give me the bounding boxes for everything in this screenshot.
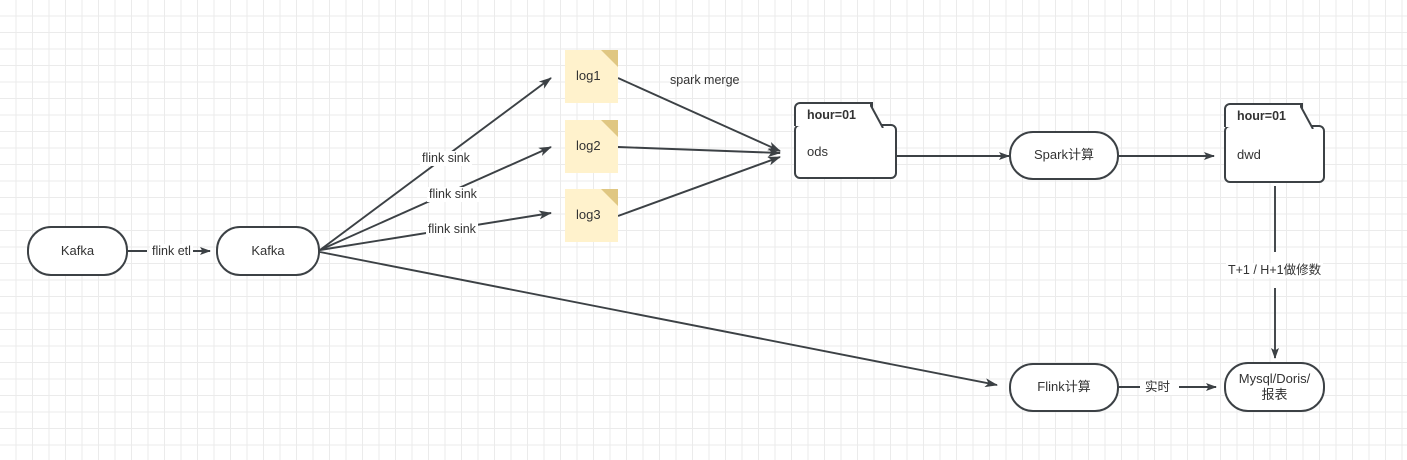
- edge-label-spark-merge: spark merge: [670, 73, 740, 87]
- edge-label-flink-sink-2: flink sink: [427, 187, 479, 202]
- folder-tab-slant-icon: [870, 104, 884, 128]
- node-ods[interactable]: hour=01 ods: [794, 102, 897, 179]
- node-spark-compute-label: Spark计算: [1034, 147, 1094, 163]
- node-log2[interactable]: log2: [565, 120, 618, 173]
- folder-tab-slant-icon: [1300, 105, 1314, 129]
- edge-log1-ods: [617, 77, 781, 152]
- edge-label-flink-sink-1: flink sink: [420, 151, 472, 166]
- node-dwd-tab: hour=01: [1224, 103, 1314, 129]
- node-dwd-tab-label: hour=01: [1237, 109, 1286, 123]
- node-ods-tab: hour=01: [794, 102, 884, 128]
- node-ods-tab-label: hour=01: [807, 108, 856, 122]
- node-log3[interactable]: log3: [565, 189, 618, 242]
- note-fold-icon: [601, 189, 618, 206]
- node-flink-compute-label: Flink计算: [1037, 379, 1091, 395]
- node-kafka-source-label: Kafka: [60, 242, 95, 258]
- node-log1-label: log1: [576, 68, 601, 84]
- node-sink-store-label-line2: 报表: [1261, 387, 1288, 402]
- node-dwd-label: dwd: [1237, 146, 1261, 162]
- node-log2-label: log2: [576, 138, 601, 154]
- node-dwd[interactable]: hour=01 dwd: [1224, 103, 1325, 183]
- edge-label-flink-sink-3: flink sink: [426, 222, 478, 237]
- node-kafka-stage[interactable]: Kafka: [216, 226, 320, 276]
- node-flink-compute[interactable]: Flink计算: [1009, 363, 1119, 412]
- edge-kafka-flink: [319, 251, 998, 388]
- node-sink-store[interactable]: Mysql/Doris/ 报表: [1224, 362, 1325, 412]
- note-fold-icon: [601, 50, 618, 67]
- node-log1[interactable]: log1: [565, 50, 618, 103]
- node-kafka-stage-label: Kafka: [251, 242, 285, 258]
- node-log3-label: log3: [576, 207, 601, 223]
- note-fold-icon: [601, 120, 618, 137]
- edge-log3-ods: [617, 156, 781, 217]
- edge-label-realtime: 实时: [1143, 380, 1173, 395]
- edge-label-flink-etl: flink etl: [150, 244, 193, 259]
- node-dwd-body: dwd: [1224, 125, 1325, 183]
- node-kafka-source[interactable]: Kafka: [27, 226, 128, 276]
- node-ods-body: ods: [794, 124, 897, 179]
- node-spark-compute[interactable]: Spark计算: [1009, 131, 1119, 180]
- edge-log2-ods: [617, 146, 781, 158]
- node-sink-store-label-line1: Mysql/Doris/: [1238, 370, 1311, 386]
- edge-label-repair: T+1 / H+1做修数: [1226, 263, 1324, 278]
- node-ods-label: ods: [807, 144, 828, 159]
